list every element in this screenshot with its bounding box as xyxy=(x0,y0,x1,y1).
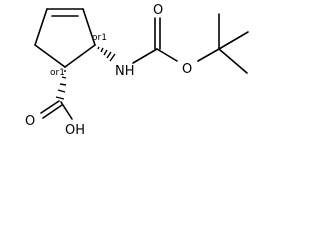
bond-c4-c5 xyxy=(34,8,48,46)
bond-c1-c2 xyxy=(64,44,96,68)
acid-carbonyl-o-label: O xyxy=(25,114,35,129)
ester-o-label: O xyxy=(182,62,192,77)
nh-label: NH xyxy=(115,64,135,79)
bond-cooh-c-oh xyxy=(60,101,73,120)
bond-tbu-methyl-down xyxy=(218,48,248,74)
bond-o-tbu xyxy=(197,48,220,62)
bond-cooh-c-o-2 xyxy=(42,104,63,119)
structure-canvas: NH O O O OH or1 or1 xyxy=(25,3,249,138)
bond-carbamate-c-o xyxy=(156,48,178,62)
hashed-wedge-c1-cooh xyxy=(55,70,67,100)
carbamate-carbonyl-o-label: O xyxy=(153,3,163,18)
hashed-wedge-c2-nh xyxy=(97,46,116,62)
oh-label: OH xyxy=(65,123,85,138)
bond-tbu-methyl-right xyxy=(218,31,249,50)
stereo-label-c1: or1 xyxy=(50,68,65,78)
chemical-structure: NH O O O OH or1 or1 xyxy=(25,3,249,138)
bond-cooh-c-o-1 xyxy=(40,100,60,114)
bond-c5-c1 xyxy=(34,44,66,68)
bond-c2-c3 xyxy=(82,8,96,46)
stereo-label-c2: or1 xyxy=(92,33,107,43)
bond-nh-carbonyl-c xyxy=(132,48,158,64)
